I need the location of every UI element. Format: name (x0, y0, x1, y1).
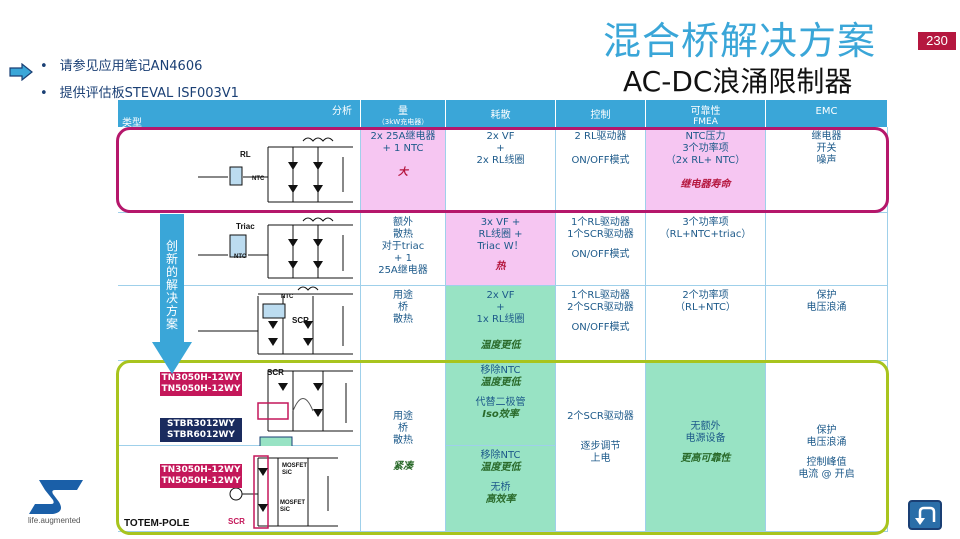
scr-label-new: SCR (267, 368, 284, 377)
triac-ntc-bridge-schematic (198, 217, 353, 279)
table-corner-header: 分析 类型 (118, 100, 361, 129)
new-solutions-reliability-cell: 无额外电源设备更高可靠性 (646, 361, 766, 532)
new-solutions-control-cell: 2个SCR驱动器逐步调节上电 (556, 361, 646, 532)
row2-reliability-cell: 3个功率项（RL+NTC+triac） (646, 213, 766, 286)
row3-emc-cell: 保护电压浪涌 (766, 286, 888, 361)
innovation-down-arrow-icon (152, 214, 192, 374)
bullet-item-evalboard: •提供评估板STEVAL ISF003V1 (40, 86, 239, 101)
bullet-item-appnote: •请参见应用笔记AN4606 (40, 59, 203, 74)
circuit-cell-triac (118, 213, 361, 286)
scr-label-totem: SCR (228, 517, 245, 526)
scr-ntc-bridge-schematic (198, 286, 353, 355)
mosfet-sic-label-top: MOSFET SiC (282, 463, 307, 476)
page-subtitle: AC-DC浪涌限制器 (623, 65, 853, 98)
column-header-emc: EMC (766, 100, 888, 127)
logo-tagline: life.augmented (28, 516, 81, 525)
ntc-label-row3: NTC (281, 294, 294, 300)
page-title: 混合桥解决方案 (603, 19, 877, 63)
rl-label: RL (240, 150, 251, 159)
column-header-volume: 量（3kW充电器） (361, 100, 446, 127)
new-solutions-volume-cell: 用途桥散热紧凑 (361, 361, 446, 532)
ntc-label-row1: NTC (252, 176, 265, 182)
innovation-arrow-label: 创新的解决方案 (165, 239, 178, 331)
new-solution-highlight-box (116, 360, 889, 535)
triac-label: Triac (236, 222, 255, 231)
arrow-right-icon (9, 63, 33, 81)
mosfet-sic-label-bottom: MOSFET SiC (280, 500, 305, 513)
row3-dissipation-cell: 2x VF+1x RL线圈温度更低 (446, 286, 556, 361)
rl-ntc-bridge-schematic (198, 137, 353, 203)
row3-reliability-cell: 2个功率项（RL+NTC） (646, 286, 766, 361)
classic-solution-highlight-box (116, 127, 889, 213)
row2-emc-cell (766, 213, 888, 286)
ntc-label-row2: NTC (234, 254, 247, 260)
column-header-dissipation: 耗散 (446, 100, 556, 127)
return-arrow-icon (915, 506, 936, 525)
row3-volume-cell: 用途桥散热 (361, 286, 446, 361)
totem-pole-label: TOTEM-POLE (124, 518, 190, 529)
circuit-cell-totem-pole (118, 446, 361, 532)
back-button[interactable] (908, 500, 942, 530)
scr-label-row3: SCR (292, 316, 309, 325)
column-header-control: 控制 (556, 100, 646, 127)
page-number-badge: 230 (918, 32, 956, 50)
totem-pole-schematic (229, 455, 338, 529)
row2-dissipation-cell: 3x VF +RL线圈 +Triac W！热 (446, 213, 556, 286)
st-logo-icon (29, 480, 83, 514)
